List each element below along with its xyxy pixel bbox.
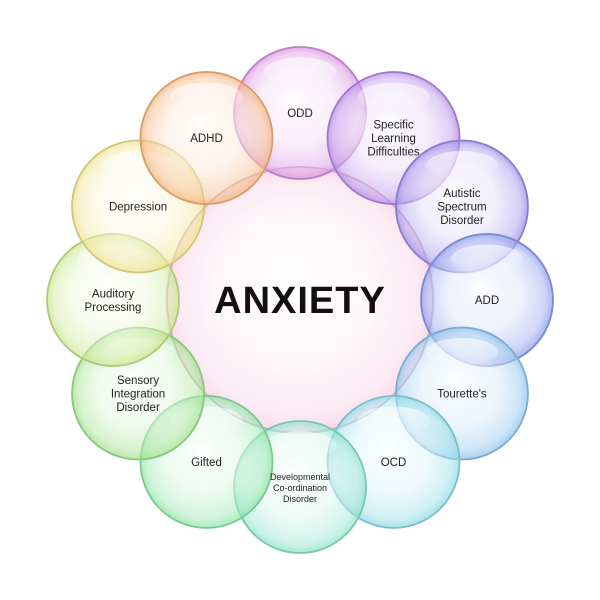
bubble-shine	[263, 431, 337, 461]
label-tourettes: Tourette's	[437, 389, 487, 401]
label-line: Developmental	[270, 472, 330, 482]
label-line: Sensory	[117, 375, 159, 387]
center-label: ANXIETY	[214, 280, 386, 322]
label-line: Co-ordination	[273, 483, 327, 493]
bubble-adhd	[139, 71, 274, 205]
label-line: ADD	[475, 295, 499, 307]
label-line: Gifted	[191, 457, 222, 469]
label-gifted: Gifted	[191, 457, 222, 469]
label-line: Specific	[373, 120, 414, 132]
outer-circles	[46, 46, 554, 554]
label-line: ODD	[287, 108, 313, 120]
label-depression: Depression	[109, 202, 167, 214]
bubble-shine	[450, 244, 524, 274]
bubble-shine	[263, 57, 337, 87]
label-line: OCD	[381, 457, 407, 469]
label-line: Tourette's	[437, 389, 487, 401]
label-odd: ODD	[287, 108, 313, 120]
circle-adhd	[139, 71, 274, 205]
bubble-shine	[425, 151, 499, 181]
label-line: Spectrum	[437, 202, 486, 214]
bubble-shine	[425, 338, 499, 368]
label-line: ADHD	[190, 133, 223, 145]
label-adhd: ADHD	[190, 133, 223, 145]
center-circle-group: ANXIETY	[166, 166, 434, 434]
label-line: Disorder	[283, 494, 317, 504]
bubble-shine	[170, 82, 243, 112]
label-line: Depression	[109, 202, 167, 214]
label-line: Disorder	[116, 402, 160, 414]
label-line: Autistic	[443, 188, 480, 200]
bubble-shine	[357, 406, 430, 436]
label-line: Processing	[85, 302, 142, 314]
label-line: Learning	[371, 133, 416, 145]
label-line: Disorder	[440, 215, 484, 227]
bubble-shine	[357, 82, 430, 112]
label-ocd: OCD	[381, 457, 407, 469]
label-add: ADD	[475, 295, 499, 307]
label-line: Difficulties	[367, 147, 419, 159]
label-line: Auditory	[92, 288, 134, 300]
label-line: Integration	[111, 389, 165, 401]
